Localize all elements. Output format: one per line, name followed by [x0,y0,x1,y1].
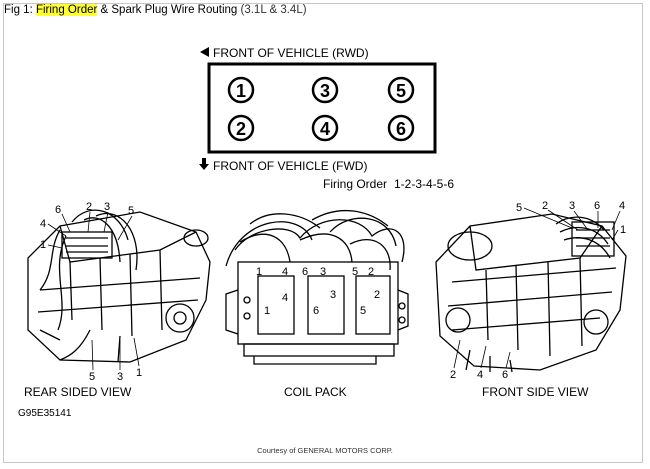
rear-callout: 2 [86,201,92,213]
cylinder-number: 1 [236,81,246,101]
figure-title: Fig 1: Firing Order & Spark Plug Wire Ro… [4,4,307,16]
coil-callout: 4 [282,292,288,304]
front-callout: 2 [450,369,456,381]
cylinder-2: 2 [227,114,255,142]
figure-title-rest: & Spark Plug Wire Routing [97,4,241,16]
front-label-fwd: FRONT OF VEHICLE (FWD) [213,159,367,173]
coil-callout: 1 [264,305,270,317]
firing-order-label: Firing Order [323,177,387,191]
front-callout: 1 [620,224,626,236]
front-label-rwd: FRONT OF VEHICLE (RWD) [213,46,369,60]
front-callout: 5 [516,202,522,214]
coil-callout: 2 [374,289,380,301]
coil-callout: 6 [302,266,308,278]
coil-callout: 3 [320,266,326,278]
rear-callout: 5 [128,205,134,217]
rear-callout: 1 [40,239,46,251]
credit-line: Courtesy of GENERAL MOTORS CORP. [257,446,393,455]
coil-callout: 6 [313,305,319,317]
figure-prefix: Fig 1: [4,4,36,16]
coil-callout: 3 [330,289,336,301]
coil-callout: 4 [282,266,288,278]
cylinder-3: 3 [311,76,339,104]
rear-callout: 3 [104,201,110,213]
rear-engine-illustration [27,209,211,363]
rear-callout: 1 [136,367,142,379]
coil-callout: 1 [256,266,262,278]
rear-callout: 5 [89,371,95,383]
coil-callout: 2 [368,266,374,278]
catalog-code: G95E35141 [18,408,72,419]
front-leader-lines [453,207,621,369]
arrow-down-fwd-icon [199,158,209,170]
cylinder-block [207,62,437,154]
rear-callout: 4 [40,218,46,230]
rear-callout: 3 [117,371,123,383]
cylinder-6: 6 [387,114,415,142]
cylinder-number: 5 [396,81,406,101]
front-callout: 2 [542,200,548,212]
rear-leader-lines [47,211,140,371]
front-callout: 6 [594,200,600,212]
arrow-left-rwd-icon [200,47,209,57]
front-engine-illustration [435,213,627,373]
front-callout: 4 [477,369,483,381]
cylinder-number: 2 [236,119,246,139]
rear-view-title: REAR SIDED VIEW [24,385,132,399]
cylinder-number: 4 [320,119,330,139]
coil-callout: 5 [360,305,366,317]
coil-pack-title: COIL PACK [284,385,347,399]
cylinder-5: 5 [387,76,415,104]
figure-highlight: Firing Order [35,4,98,16]
front-callout: 4 [619,200,625,212]
cylinder-number: 6 [396,119,406,139]
figure-engine-sizes: (3.1L & 3.4L) [240,4,307,16]
front-view-title: FRONT SIDE VIEW [482,385,589,399]
firing-order-value: 1-2-3-4-5-6 [394,177,454,191]
cylinder-1: 1 [227,76,255,104]
rear-callout: 6 [55,204,61,216]
cylinder-4: 4 [311,114,339,142]
cylinder-number: 3 [320,81,330,101]
front-callout: 6 [502,369,508,381]
front-callout: 3 [569,200,575,212]
coil-callout: 5 [352,266,358,278]
coil-pack-illustration [225,209,409,365]
